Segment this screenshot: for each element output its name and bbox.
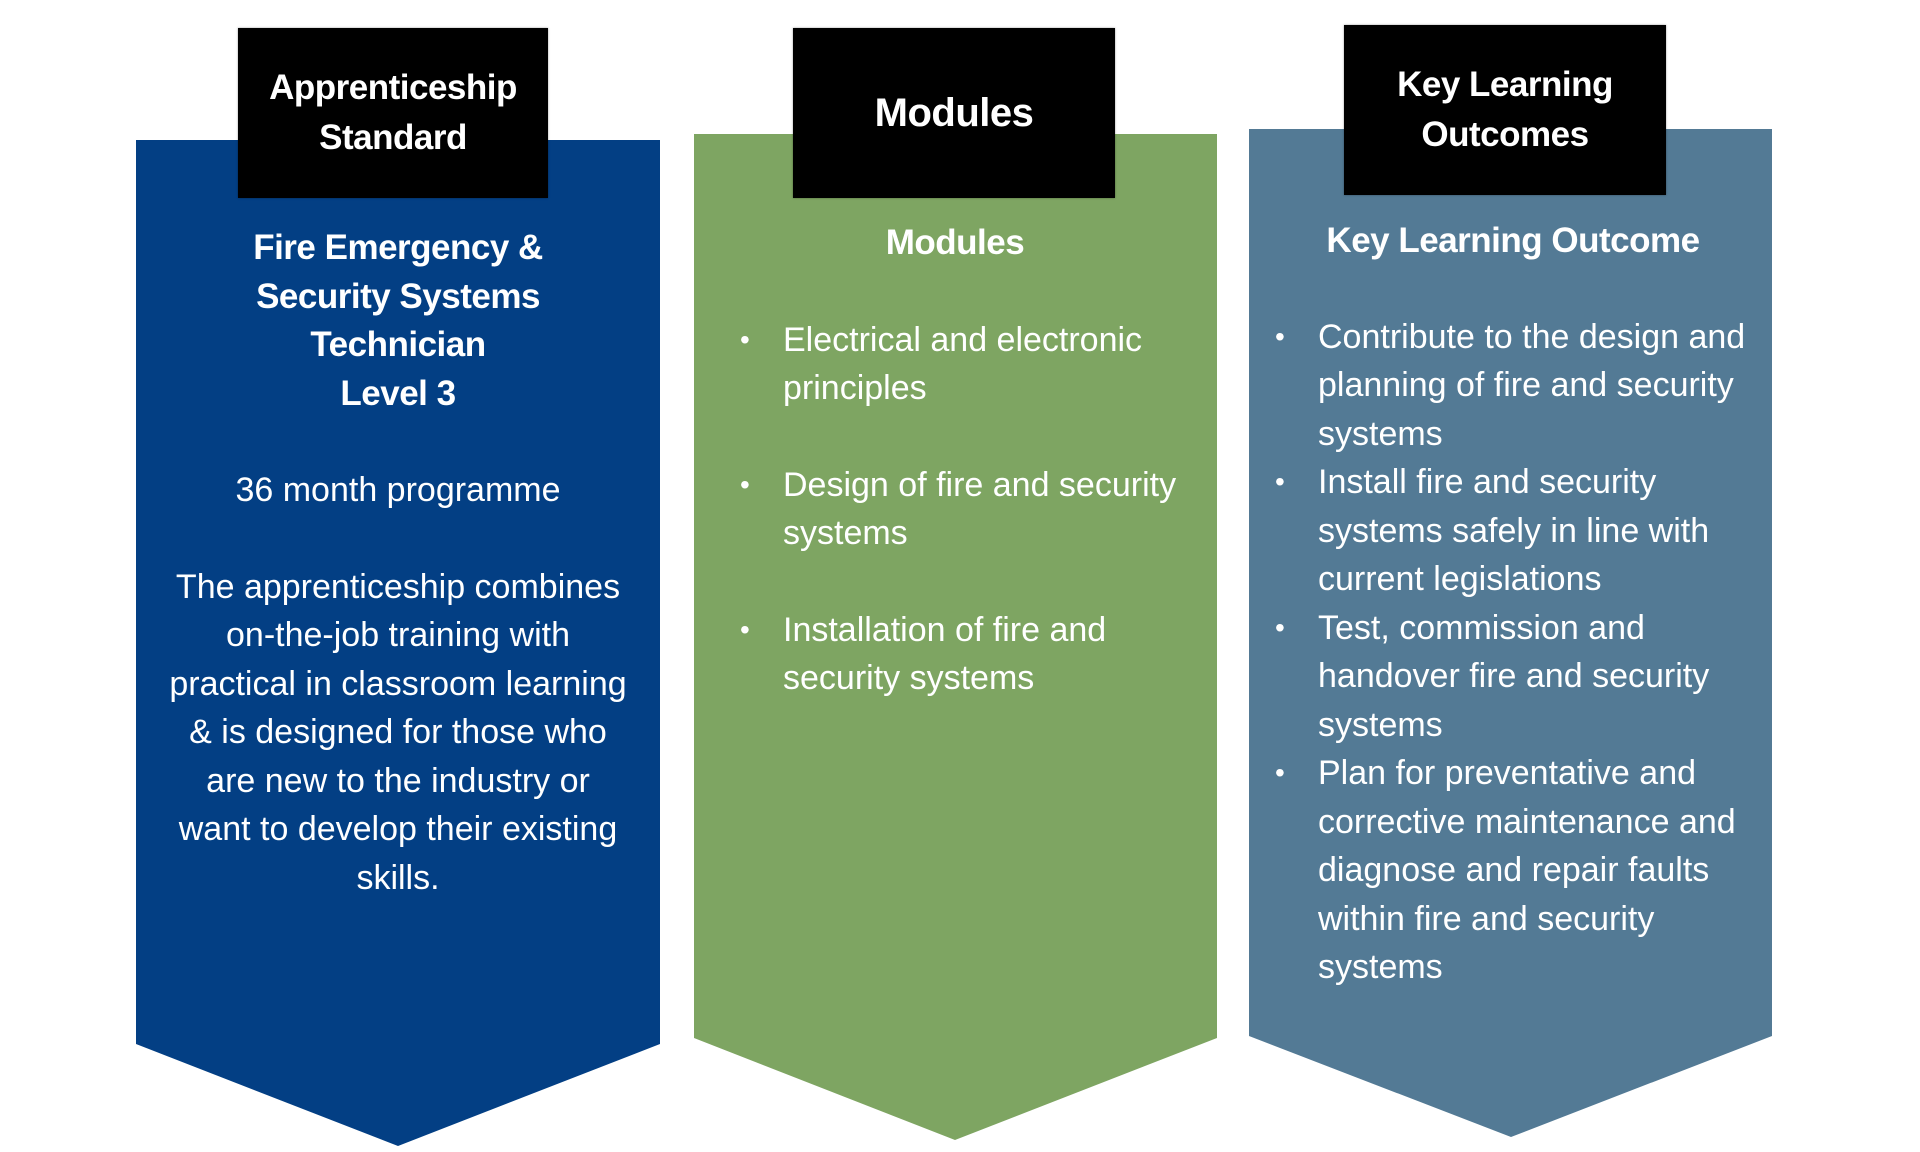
chevron-shape-blue [136,140,660,1146]
bullet-icon: • [1275,757,1285,788]
bullet-icon: • [740,613,750,645]
chevron-shape-green [694,134,1217,1140]
module-item: • Installation of fire and security syst… [735,606,1205,703]
outcome-item: • Contribute to the design and planning … [1270,313,1766,459]
outcome-item: • Plan for preventative and corrective m… [1270,749,1766,992]
programme-description: The apprenticeship combines on-the-job t… [169,567,627,897]
bullet-icon: • [1275,320,1285,352]
outcome-item: • Install fire and security systems safe… [1270,458,1766,604]
learning-outcomes-content: Key Learning Outcome • Contribute to the… [1270,217,1766,992]
bullet-icon: • [1275,466,1285,497]
module-text: Installation of fire and security system… [783,610,1107,698]
standard-title: Fire Emergency & Security Systems Techni… [253,228,543,413]
module-text: Electrical and electronic principles [783,320,1143,408]
module-item: • Electrical and electronic principles [735,316,1205,413]
module-item: • Design of fire and security systems [735,461,1205,558]
outcome-text: Install fire and security systems safely… [1318,463,1710,598]
modules-content: Modules • Electrical and electronic prin… [735,219,1205,703]
bullet-icon: • [740,468,750,500]
bullet-icon: • [1275,611,1285,643]
modules-panel [694,134,1217,1142]
outcome-text: Test, commission and handover fire and s… [1318,608,1710,744]
programme-duration: 36 month programme [235,471,561,509]
learning-outcomes-tab: Key Learning Outcomes [1344,25,1666,195]
apprenticeship-standard-content: Fire Emergency & Security Systems Techni… [160,224,636,902]
learning-outcomes-list: • Contribute to the design and planning … [1270,313,1766,992]
outcome-text: Contribute to the design and planning of… [1318,317,1746,453]
apprenticeship-standard-tab: Apprenticeship Standard [238,28,548,198]
tab-label: Apprenticeship Standard [269,68,517,157]
tab-label: Key Learning Outcomes [1397,65,1613,154]
outcome-text: Plan for preventative and corrective mai… [1318,754,1736,986]
outcome-item: • Test, commission and handover fire and… [1270,604,1766,750]
chevron-shape-slate [1249,129,1772,1137]
modules-heading: Modules [885,223,1025,262]
learning-outcomes-panel [1249,129,1772,1139]
tab-label: Modules [874,90,1034,135]
learning-outcomes-heading: Key Learning Outcome [1326,221,1700,260]
module-text: Design of fire and security systems [783,465,1177,553]
modules-list: • Electrical and electronic principles •… [735,316,1205,703]
modules-tab: Modules [793,28,1115,198]
bullet-icon: • [740,323,750,355]
apprenticeship-standard-panel [136,140,660,1148]
